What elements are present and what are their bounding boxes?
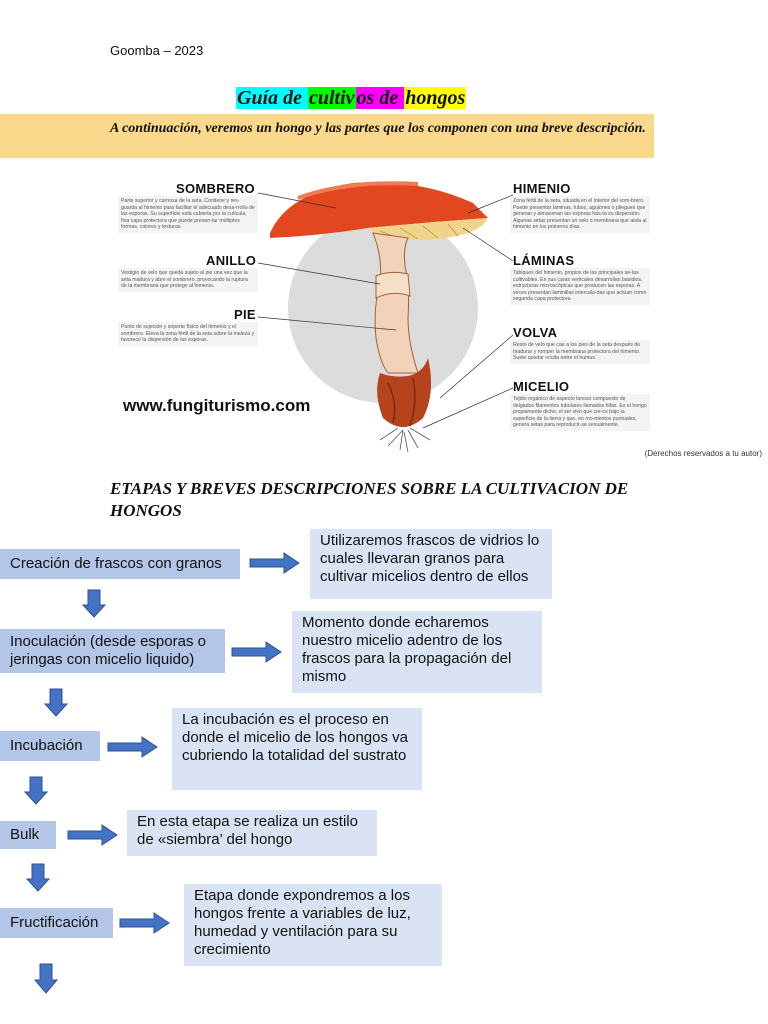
arrow-down-icon: [33, 963, 59, 994]
part-label-volva: VOLVA: [513, 325, 558, 340]
part-label-sombrero: SOMBRERO: [176, 181, 255, 196]
part-desc-sombrero: Parte superior y carnosa de la seta. Con…: [118, 196, 258, 233]
image-credit: (Derechos reservados a tu autor): [644, 449, 762, 458]
part-desc-himenio: Zona fértil de la seta, situada en el in…: [510, 196, 650, 233]
stage-1-box: Creación de frascos con granos: [0, 549, 240, 579]
document-header: Goomba – 2023: [110, 43, 204, 58]
arrow-right-icon: [231, 641, 282, 663]
arrow-right-icon: [119, 912, 170, 934]
stage-5-description: Etapa donde expondremos a los hongos fre…: [184, 884, 442, 966]
mushroom-diagram: SOMBRERO Parte superior y carnosa de la …: [118, 178, 650, 453]
part-label-micelio: MICELIO: [513, 379, 570, 394]
title-part-2: cultiv: [308, 87, 356, 109]
part-desc-anillo: Vestigio de velo que queda sujeto al pie…: [118, 268, 258, 292]
section-title: ETAPAS Y BREVES DESCRIPCIONES SOBRE LA C…: [110, 479, 629, 520]
arrow-down-icon: [23, 776, 49, 805]
arrow-down-icon: [25, 863, 51, 892]
mushroom-illustration: [257, 181, 514, 453]
intro-banner: A continuación, veremos un hongo y las p…: [0, 114, 654, 158]
part-label-pie: PIE: [234, 307, 256, 322]
stage-2-box: Inoculación (desde esporas o jeringas co…: [0, 629, 225, 673]
part-desc-volva: Resto de velo que cae a los pies de la s…: [510, 340, 650, 364]
stage-3-box: Incubación: [0, 731, 100, 761]
title-part-4: hongos: [404, 87, 467, 109]
arrow-down-icon: [43, 688, 69, 717]
source-url: www.fungiturismo.com: [123, 396, 311, 415]
title-part-1: Guía de: [236, 87, 308, 109]
stage-4-description: En esta etapa se realiza un estilo de «s…: [127, 810, 377, 856]
part-label-laminas: LÁMINAS: [513, 253, 575, 268]
arrow-right-icon: [107, 736, 158, 758]
stage-4-box: Bulk: [0, 821, 56, 849]
part-desc-pie: Punto de sujeción y soporte físico del h…: [118, 322, 258, 346]
stage-5-box: Fructificación: [0, 908, 113, 938]
arrow-right-icon: [67, 824, 118, 846]
part-desc-laminas: Tabiques del himenio, propios de las pri…: [510, 268, 650, 305]
arrow-down-icon: [81, 589, 107, 618]
stage-1-description: Utilizaremos frascos de vidrios lo cuale…: [310, 529, 552, 599]
part-label-himenio: HIMENIO: [513, 181, 571, 196]
intro-text: A continuación, veremos un hongo y las p…: [110, 121, 646, 136]
part-label-anillo: ANILLO: [206, 253, 257, 268]
arrow-right-icon: [249, 552, 300, 574]
stage-3-description: La incubación es el proceso en donde el …: [172, 708, 422, 790]
part-desc-micelio: Tejido orgánico de aspecto lanoso compue…: [510, 394, 650, 431]
stage-2-description: Momento donde echaremos nuestro micelio …: [292, 611, 542, 693]
title-part-3: os de: [355, 87, 405, 109]
